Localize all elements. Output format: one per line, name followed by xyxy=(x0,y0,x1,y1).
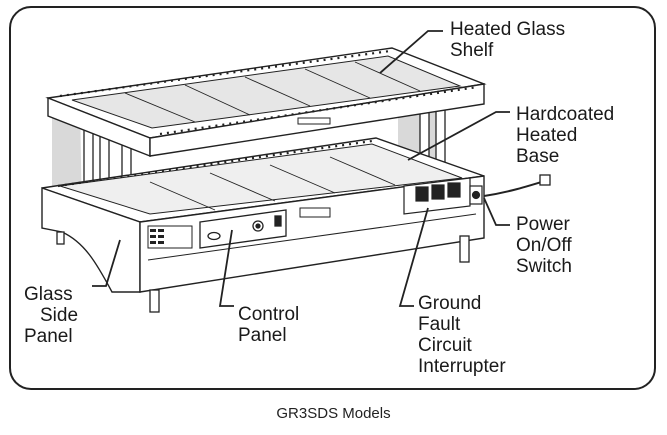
heated-glass-shelf xyxy=(45,47,487,158)
figure-caption: GR3SDS Models xyxy=(276,405,391,422)
label-glass-side-panel: Glass Side Panel xyxy=(24,284,79,347)
left-vent xyxy=(150,229,164,244)
label-power-switch: Power On/Off Switch xyxy=(516,214,572,277)
leader-gfci xyxy=(398,207,429,307)
gfci-panel xyxy=(403,177,471,215)
leader-heated-glass-shelf xyxy=(379,30,443,74)
power-switch xyxy=(469,185,483,205)
leader-hardcoated-base xyxy=(407,111,510,161)
leader-glass-side-panel xyxy=(92,239,121,287)
label-heated-glass-shelf: Heated Glass Shelf xyxy=(450,19,566,61)
feet xyxy=(56,231,470,313)
leader-lines xyxy=(92,30,510,307)
label-hardcoated-heated-base: Hardcoated Heated Base xyxy=(516,104,615,167)
control-panel xyxy=(199,207,331,249)
power-plug xyxy=(539,174,551,186)
power-cord xyxy=(483,179,549,197)
leader-power-switch xyxy=(483,197,510,226)
figure-frame xyxy=(9,6,656,390)
label-gfci: Ground Fault Circuit Interrupter xyxy=(418,293,506,377)
leader-control-panel xyxy=(218,229,234,307)
label-control-panel: Control Panel xyxy=(238,304,300,346)
